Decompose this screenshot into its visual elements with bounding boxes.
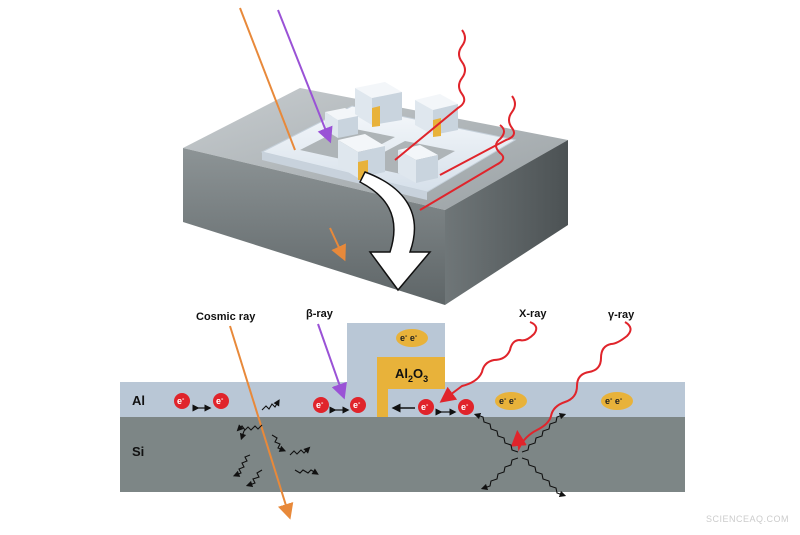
svg-text:e- e-: e- e- (499, 396, 517, 406)
gamma-ray-wave (510, 321, 632, 452)
electron-2: e- (213, 393, 229, 409)
svg-text:e-: e- (461, 402, 469, 412)
oxide-barrier (377, 357, 445, 417)
al-upper-fill (388, 389, 445, 417)
electron-5: e- (418, 399, 434, 415)
svg-text:e-: e- (216, 396, 224, 406)
beta-ray-top (277, 9, 333, 144)
label-al-layer: Al (132, 393, 145, 408)
label-x-ray: X-ray (519, 308, 547, 320)
x-ray-wave (439, 321, 538, 403)
svg-text:e- e-: e- e- (605, 396, 623, 406)
junction-cube-3 (338, 134, 385, 180)
beta-ray-section (317, 323, 347, 400)
silicon-layer (120, 417, 685, 492)
cosmic-ray-section (229, 325, 294, 520)
cooper-pair-1: e- e- (396, 329, 428, 347)
cooper-pair-2: e- e- (495, 392, 527, 410)
phonon-cascade-left (232, 399, 319, 488)
label-si-layer: Si (132, 444, 144, 459)
label-cosmic-ray: Cosmic ray (196, 311, 256, 323)
label-beta-ray: β-ray (306, 308, 334, 320)
gamma-wave-top (419, 124, 505, 211)
phonon-cascade-right (473, 412, 567, 498)
zoom-arrow (358, 171, 432, 292)
xray-wave-top-2 (439, 95, 516, 176)
xray-wave-top-1 (394, 29, 466, 161)
svg-text:e- e-: e- e- (400, 333, 418, 343)
chip-3d-illustration (183, 7, 568, 305)
cosmic-ray-top-exit (329, 227, 346, 262)
junction-cube-5 (325, 108, 358, 138)
electron-6: e- (458, 399, 474, 415)
substrate-side-face (445, 140, 568, 305)
svg-text:e-: e- (421, 402, 429, 412)
svg-text:e-: e- (353, 400, 361, 410)
cooper-pair-3: e- e- (601, 392, 633, 410)
electron-1: e- (174, 393, 190, 409)
watermark: SCIENCEAQ.COM (706, 514, 789, 524)
label-oxide: Al2O3 (395, 366, 428, 384)
svg-text:e-: e- (316, 400, 324, 410)
label-gamma-ray: γ-ray (608, 309, 635, 321)
cosmic-ray-top (239, 7, 296, 151)
svg-text:e-: e- (177, 396, 185, 406)
cross-section: Al Si Al2O3 Cosmic ray β-ray X-ray γ-ray… (120, 308, 685, 520)
junction-cube-1 (355, 82, 402, 127)
electron-3: e- (313, 397, 329, 413)
electron-4: e- (350, 397, 366, 413)
